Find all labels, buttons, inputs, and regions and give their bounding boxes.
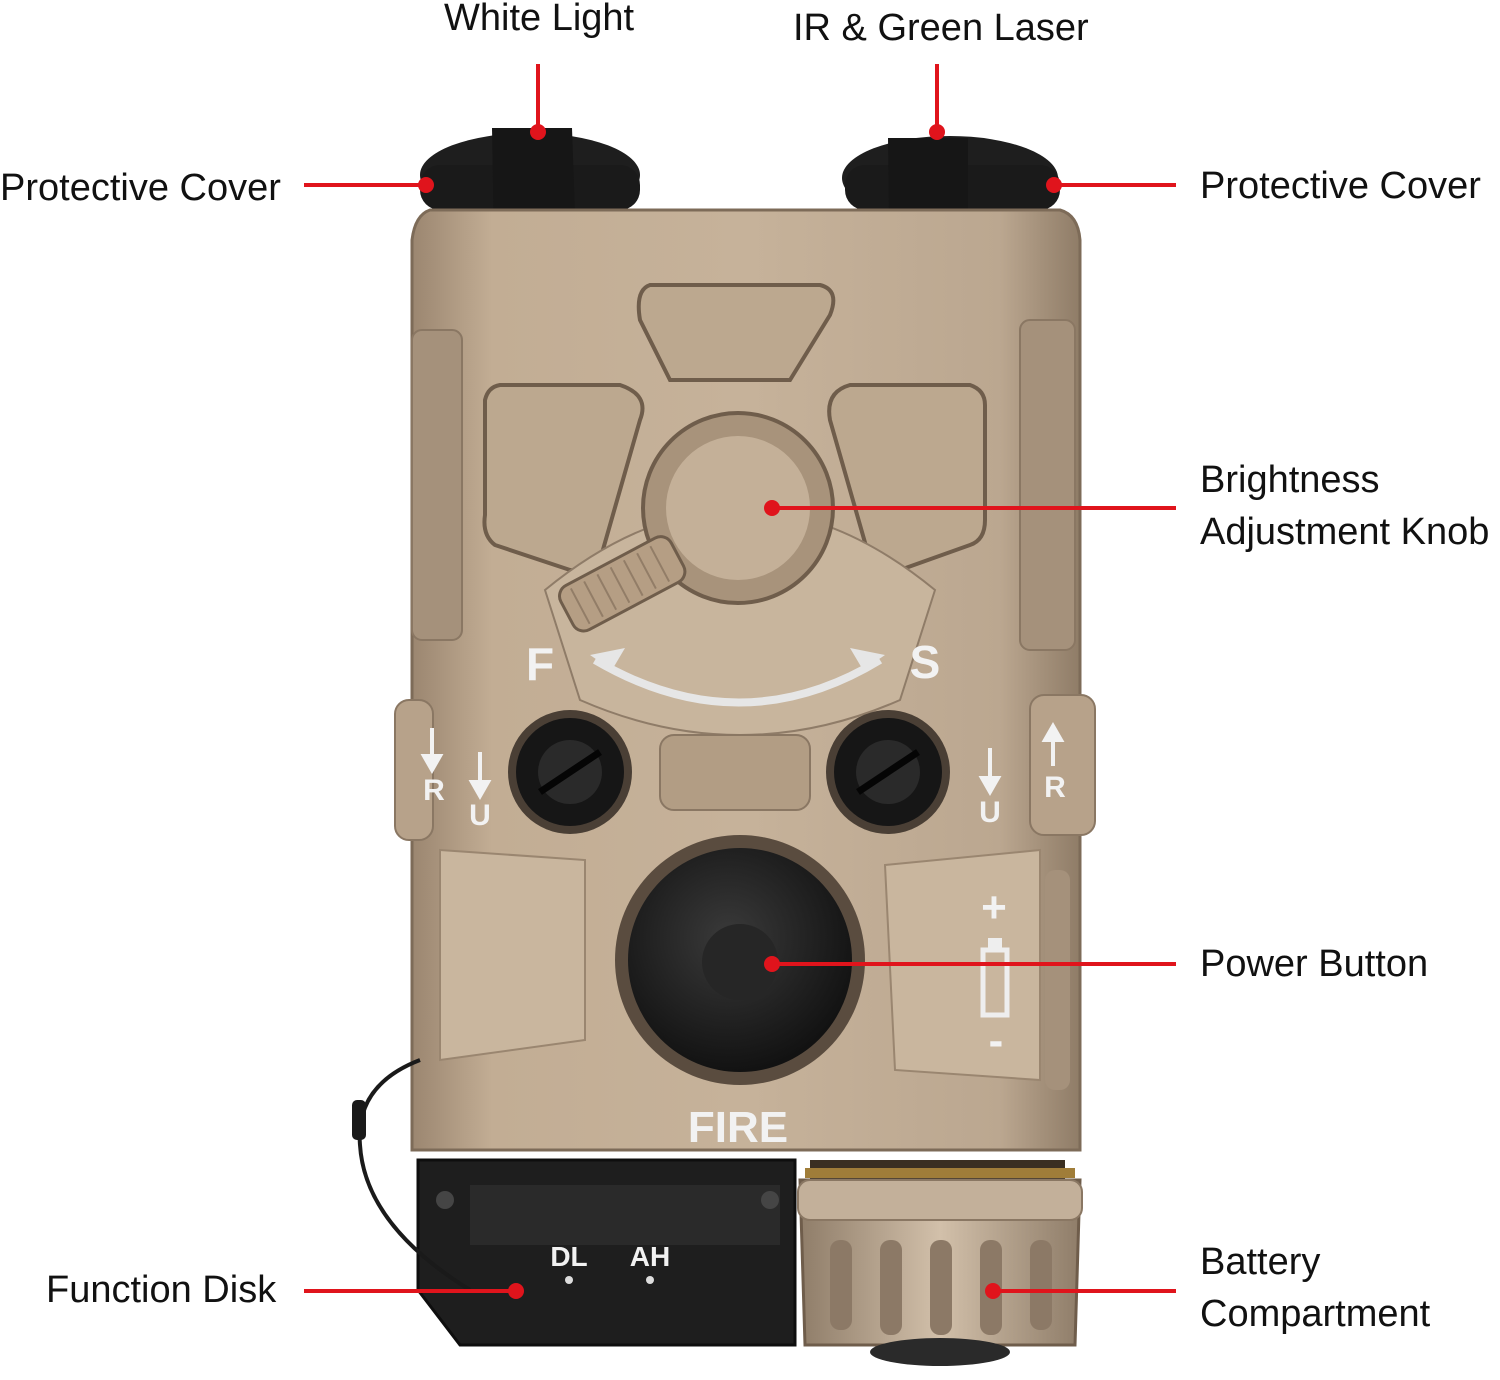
- adjust-screw-right: [826, 710, 950, 834]
- callout-line-white-light-dot: [530, 124, 546, 140]
- dl-marking: DL: [550, 1241, 587, 1272]
- label-protective-cover-right: Protective Cover: [1200, 165, 1481, 207]
- r-right-marking: R: [1044, 771, 1066, 804]
- callout-line-protective-cover-right-dot: [1046, 177, 1062, 193]
- ah-marking: AH: [630, 1241, 670, 1272]
- fire-marking: FIRE: [688, 1103, 788, 1152]
- label-function-disk: Function Disk: [46, 1269, 277, 1311]
- label-ir-green-laser: IR & Green Laser: [793, 7, 1089, 49]
- callout-line-protective-cover-left-dot: [418, 177, 434, 193]
- label-power-button: Power Button: [1200, 943, 1429, 985]
- callout-lines: [304, 64, 1176, 1299]
- callout-line-battery-compartment-dot: [985, 1283, 1001, 1299]
- power-button-shape: [615, 835, 865, 1085]
- minus-marking: -: [989, 1016, 1004, 1065]
- callout-line-function-disk-dot: [508, 1283, 524, 1299]
- battery-compartment-shape: [797, 1160, 1083, 1366]
- function-disk-shape: [352, 1058, 797, 1347]
- label-protective-cover-left: Protective Cover: [0, 167, 281, 209]
- s-marking: S: [910, 636, 941, 688]
- u-right-marking: U: [979, 796, 1001, 829]
- plus-marking: +: [981, 883, 1007, 932]
- f-marking: F: [526, 638, 554, 690]
- u-left-marking: U: [469, 799, 491, 832]
- label-battery-compartment: Battery Compartment: [1200, 1241, 1431, 1335]
- callout-line-power-button-dot: [764, 956, 780, 972]
- callout-line-ir-green-laser-dot: [929, 124, 945, 140]
- label-brightness-knob: Brightness Adjustment Knob: [1200, 459, 1490, 553]
- callout-line-brightness-knob-dot: [764, 500, 780, 516]
- r-left-marking: R: [423, 774, 445, 807]
- housing: [394, 208, 1096, 1152]
- adjust-screw-left: [508, 710, 632, 834]
- label-white-light: White Light: [444, 0, 635, 39]
